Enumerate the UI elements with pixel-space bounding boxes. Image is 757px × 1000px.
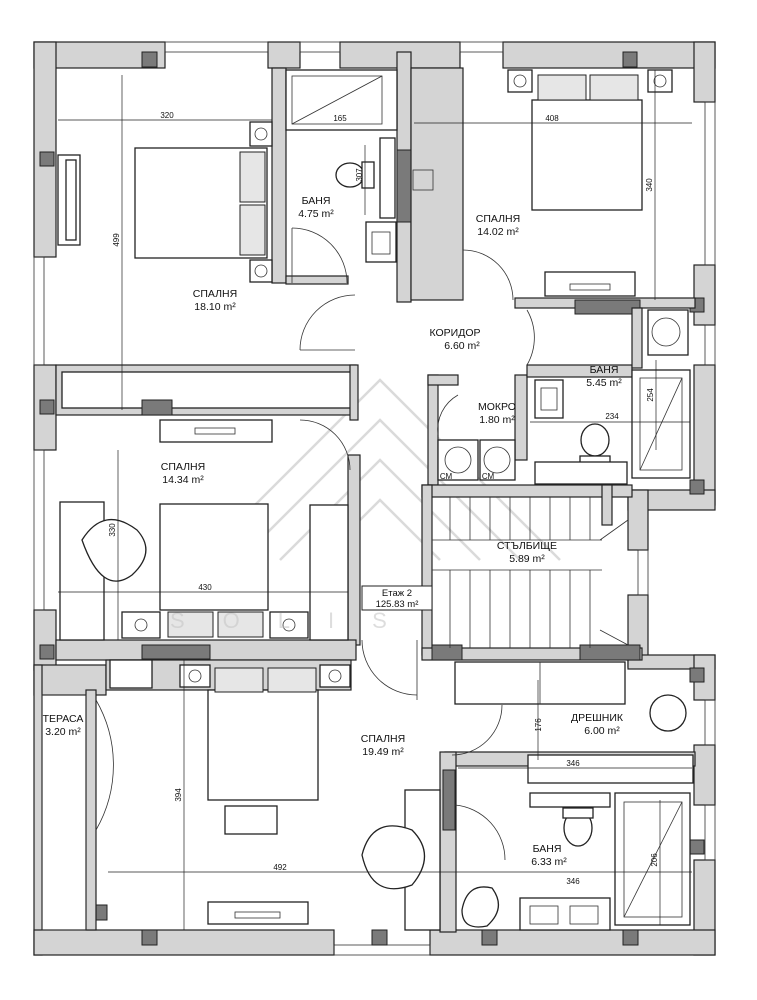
room-area-utility: 1.80 m² [479,414,515,426]
dimension-labels: 320 165 307 408 340 499 234 254 330 430 … [108,111,659,886]
dimension-346-upper: 346 [566,759,580,768]
room-area-bedroom-1: 18.10 m² [194,301,236,313]
room-area-terrace: 3.20 m² [45,726,81,738]
dimension-492: 492 [273,863,287,872]
room-area-corridor: 6.60 m² [444,340,480,352]
bed-bedroom-4 [207,689,319,801]
room-name-staircase: СТЪЛБИЩЕ [497,540,557,552]
room-area-bathroom-2: 5.45 m² [586,377,622,389]
dimension-234: 234 [605,412,619,421]
bathtub-3 [614,792,691,926]
room-area-bathroom-1: 4.75 m² [298,208,334,220]
room-area-staircase: 5.89 m² [509,553,545,565]
room-name-bedroom-4: СПАЛНЯ [361,733,405,745]
room-name-bedroom-3: СПАЛНЯ [161,461,205,473]
floor-area: 125.83 m² [376,599,419,610]
room-name-bathroom-2: БАНЯ [590,364,619,376]
appliance-label-1: СМ [440,472,453,481]
furniture [41,69,694,931]
dimension-499: 499 [112,233,121,247]
room-area-bedroom-3: 14.34 m² [162,474,204,486]
bathtub-1 [285,69,398,131]
dimension-340: 340 [645,178,654,192]
room-labels: СПАЛНЯ 18.10 m² БАНЯ 4.75 m² СПАЛНЯ 14.0… [43,195,624,868]
armchair-bedroom-3 [81,518,147,582]
staircase [432,497,629,648]
watermark-text: SOLIS [170,608,425,633]
room-name-terrace: ТЕРАСА [43,713,84,725]
dimension-176: 176 [534,718,543,732]
room-name-wardrobe: ДРЕШНИК [571,712,624,724]
room-name-bathroom-1: БАНЯ [302,195,331,207]
dimension-206: 206 [650,853,659,867]
room-name-bedroom-1: СПАЛНЯ [193,288,237,300]
interior-walls [55,51,696,933]
room-name-corridor: КОРИДОР [430,327,481,339]
room-name-bedroom-2: СПАЛНЯ [476,213,520,225]
dimension-330: 330 [108,523,117,537]
armchair-bedroom-4 [361,825,425,890]
floor-area-box: Етаж 2 125.83 m² [361,585,433,611]
room-area-wardrobe: 6.00 m² [584,725,620,737]
dimension-430: 430 [198,583,212,592]
dimension-lines [58,70,692,930]
bed-bedroom-2 [531,99,643,211]
room-name-utility: МОКРО [478,401,516,413]
dimension-254: 254 [646,388,655,402]
room-name-bathroom-3: БАНЯ [533,843,562,855]
dimension-165: 165 [333,114,347,123]
dimension-408: 408 [545,114,559,123]
room-area-bedroom-4: 19.49 m² [362,746,404,758]
room-area-bedroom-2: 14.02 m² [477,226,519,238]
doors [95,227,535,861]
room-area-bathroom-3: 6.33 m² [531,856,567,868]
floor-label: Етаж 2 [382,588,412,599]
dimension-307: 307 [355,168,364,182]
dimension-394: 394 [174,788,183,802]
bed-bedroom-3 [159,503,269,611]
appliance-label-2: СМ [482,472,495,481]
dimension-346-lower: 346 [566,877,580,886]
dimension-320: 320 [160,111,174,120]
